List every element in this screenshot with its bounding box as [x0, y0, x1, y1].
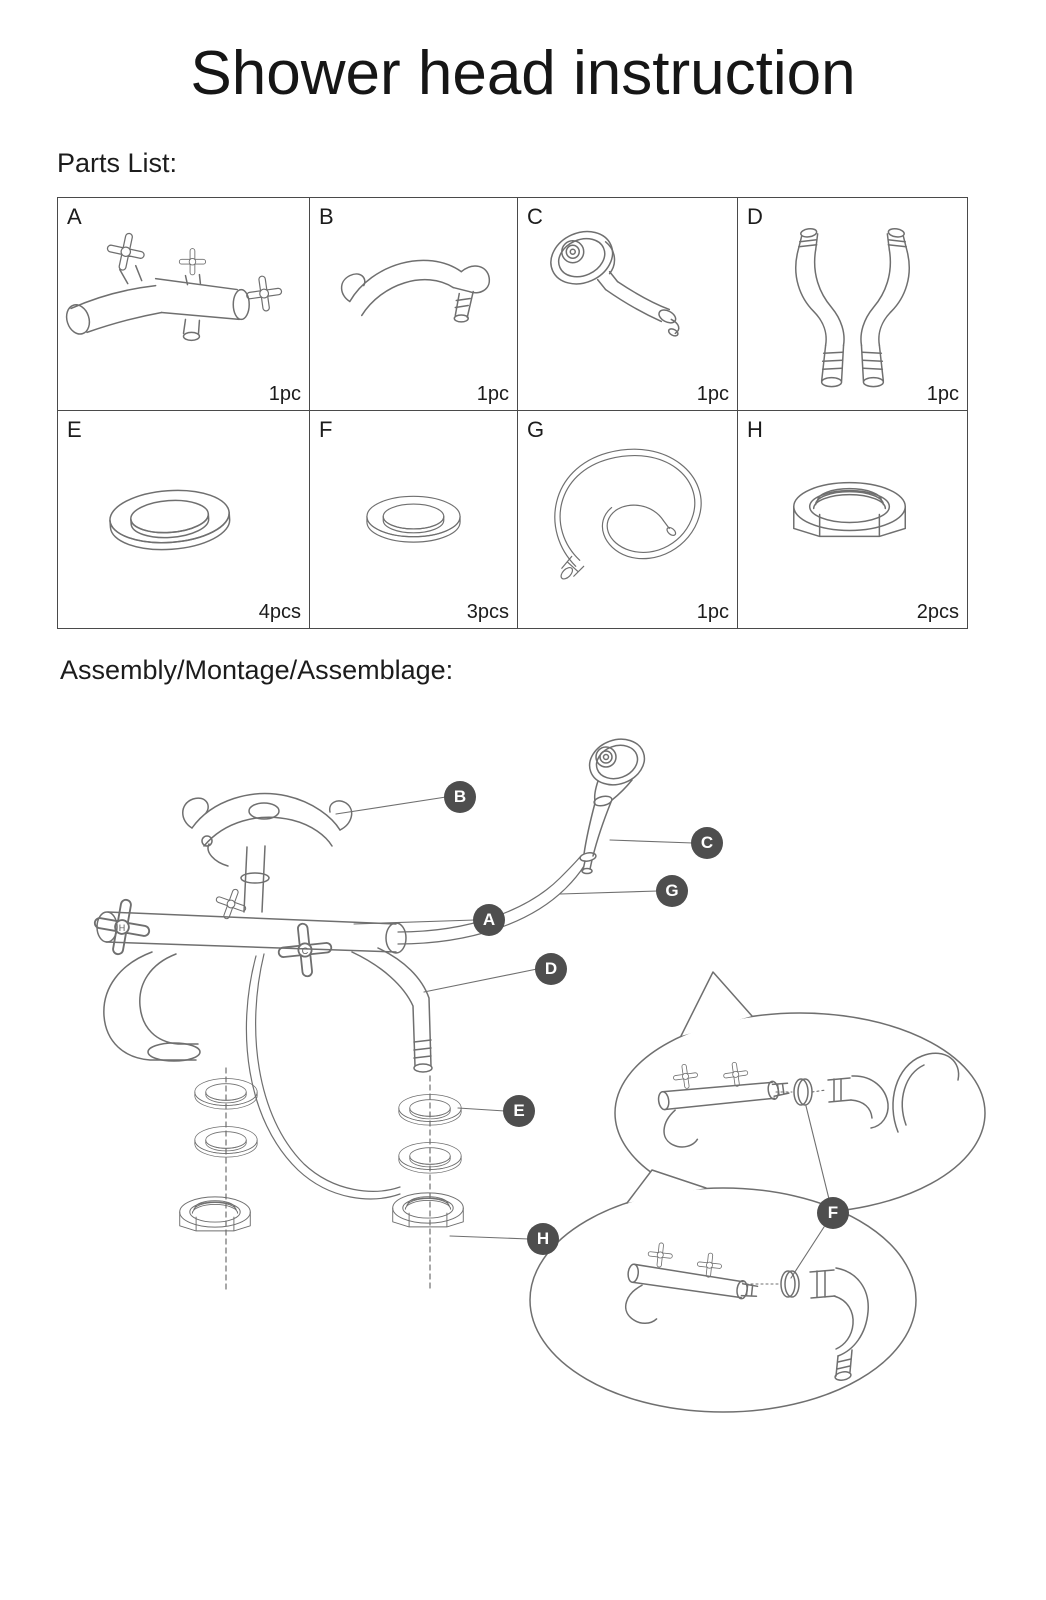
part-qty: 1pc	[476, 383, 509, 405]
assembly-diagram: H C	[89, 738, 986, 1413]
assembly-heading: Assembly/Montage/Assemblage:	[60, 655, 454, 685]
assembly-hose	[245, 856, 585, 1200]
part-letter: C	[527, 204, 543, 229]
part-letter: B	[319, 204, 334, 229]
large-washer-drawing	[107, 485, 233, 555]
callout-badge-g: G	[656, 875, 688, 907]
assembly-nuts	[179, 1192, 464, 1232]
small-washer-drawing	[366, 495, 461, 543]
parts-cell-g: G 1pc	[518, 411, 738, 629]
part-letter: A	[67, 204, 82, 229]
cold-handle-label: C	[302, 946, 309, 956]
part-qty: 1pc	[696, 383, 729, 405]
assembly-faucet-body: H C	[89, 894, 407, 980]
callout-badge-h: H	[527, 1223, 559, 1255]
assembly-riser	[201, 835, 270, 925]
handheld-shower-drawing	[550, 230, 680, 337]
parts-cell-b: B 1pc	[310, 198, 518, 411]
part-letter: F	[319, 417, 333, 442]
part-qty: 3pcs	[466, 601, 509, 623]
shower-hose-drawing	[554, 448, 702, 580]
part-letter: E	[67, 417, 82, 442]
hose-art	[554, 448, 702, 580]
connector-legs-art	[795, 227, 910, 388]
parts-cell-f: F 3pcs	[310, 411, 518, 629]
assembly-spout	[103, 951, 201, 1062]
part-letter: H	[747, 417, 763, 442]
parts-cell-h: H 2pcs	[738, 411, 968, 629]
assembly-handshower	[579, 738, 646, 875]
part-qty: 1pc	[926, 383, 959, 405]
mounting-nut-drawing	[793, 481, 907, 538]
faucet-art	[65, 229, 285, 342]
callout-badge-b: B	[444, 781, 476, 813]
callout-badge-d: D	[535, 953, 567, 985]
page-title: Shower head instruction	[190, 39, 856, 108]
handshower-art	[550, 230, 680, 337]
part-qty: 2pcs	[916, 601, 959, 623]
part-qty: 1pc	[268, 383, 301, 405]
callout-badge-e: E	[503, 1095, 535, 1127]
callout-leader-lines	[335, 796, 694, 1240]
assembly-connector-leg	[351, 947, 433, 1073]
parts-cell-a: A 1pc	[58, 198, 310, 411]
parts-cell-d: D	[738, 198, 968, 411]
alignment-dashed-lines	[225, 1067, 431, 1293]
wall-connector-legs-drawing	[795, 227, 910, 388]
part-letter: G	[527, 417, 545, 442]
bracket-art	[340, 259, 491, 323]
detail-balloon-2	[529, 1169, 917, 1413]
assembly-bracket	[182, 792, 353, 847]
detail-balloon-1	[614, 971, 986, 1214]
washer-art	[107, 485, 233, 555]
part-qty: 1pc	[696, 601, 729, 623]
washer-art	[366, 495, 461, 543]
parts-list-heading: Parts List:	[57, 148, 178, 178]
shower-bracket-drawing	[340, 259, 491, 323]
callout-badge-a: A	[473, 904, 505, 936]
callout-badge-c: C	[691, 827, 723, 859]
hot-handle-label: H	[119, 923, 126, 933]
callout-f-lines	[790, 1105, 830, 1279]
parts-cell-c: C 1pc	[518, 198, 738, 411]
part-qty: 4pcs	[258, 601, 301, 623]
faucet-body-drawing	[65, 229, 285, 342]
nut-art	[793, 481, 907, 538]
part-letter: D	[747, 204, 763, 229]
parts-cell-e: E 4pcs	[58, 411, 310, 629]
assembly-washers	[194, 1078, 462, 1174]
callout-badge-f: F	[817, 1197, 849, 1229]
parts-table: A 1pc B	[57, 197, 968, 629]
